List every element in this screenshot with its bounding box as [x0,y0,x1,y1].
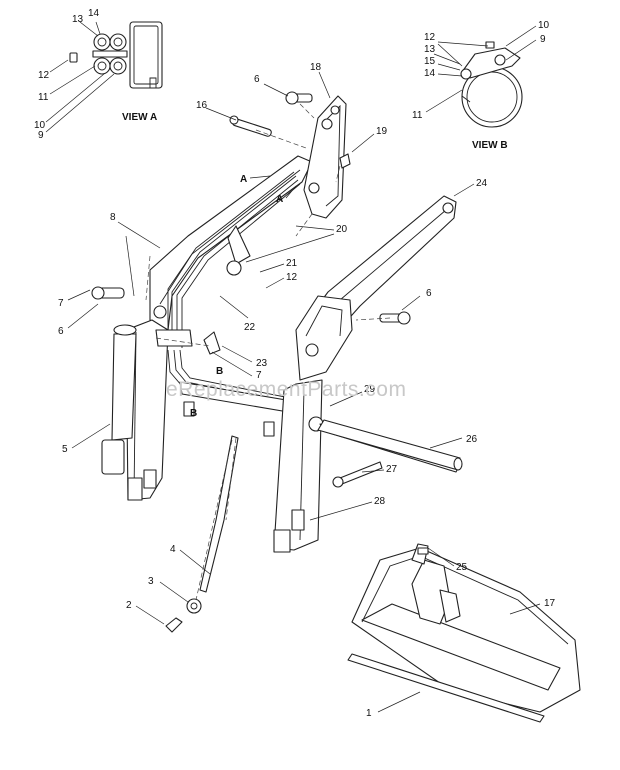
right-boom-assembly [273,195,457,553]
callout: B [216,366,223,377]
callout: 11 [38,92,49,103]
callout: 12 [38,70,50,81]
view-b-leaders [425,25,537,113]
callout: 25 [456,562,468,573]
callout: 16 [196,100,208,111]
callout: 3 [148,576,154,587]
callout: 14 [88,8,100,19]
boom-bracket [303,95,347,219]
callout: 6 [58,326,64,337]
view-a-detail [69,21,163,89]
callout: 18 [310,62,322,73]
bolt-27 [332,461,383,488]
callout: 7 [256,370,262,381]
watermark: eReplacementParts.com [166,378,406,401]
callout: A [240,174,247,185]
cutting-edge-1 [347,653,545,723]
callout: 13 [424,44,436,55]
callout: B [190,408,197,419]
view-a-callouts: 14 13 12 11 10 9 [34,8,100,141]
hose-fitting-group [92,33,128,75]
callout: 17 [544,598,556,609]
left-boom-assembly [91,155,313,501]
callout: 5 [62,444,68,455]
callout: 6 [426,288,432,299]
main-callouts: 18 6 16 19 A A 24 8 20 21 12 7 6 6 22 23… [58,62,556,719]
main-leaders [67,71,541,713]
callout: 7 [58,298,64,309]
cross-tube-26 [317,419,463,473]
callout: 10 [34,120,46,131]
callout: 10 [538,20,550,31]
callout: 20 [336,224,348,235]
alignment-lines [145,103,391,601]
callout: 6 [254,74,260,85]
callout: 8 [110,212,116,223]
view-a-leaders [45,21,115,133]
callout: 15 [424,56,436,67]
callout: A [276,194,283,205]
bolt-19 [339,153,351,169]
linkage-rod-4 [165,435,239,633]
view-a-title: VIEW A [122,112,157,123]
callout: 1 [366,708,372,719]
callout: 23 [256,358,268,369]
callout: 2 [126,600,132,611]
bucket-17 [351,543,581,713]
view-b-callouts: 12 13 15 14 10 9 11 [412,20,550,121]
callout: 22 [244,322,256,333]
callout: 12 [424,32,436,43]
view-b-detail [460,41,523,128]
callout: 4 [170,544,176,555]
callout: 24 [476,178,488,189]
callout: 27 [386,464,398,475]
callout: 29 [364,384,376,395]
callout: 21 [286,258,298,269]
callout: 14 [424,68,436,79]
callout: 11 [412,110,423,121]
callout: 26 [466,434,478,445]
pivot-pin-6-top [285,91,313,105]
callout: 9 [540,34,546,45]
callout: 13 [72,14,84,25]
callout: 19 [376,126,388,137]
callout: 28 [374,496,386,507]
callout: 9 [38,130,44,141]
callout: 12 [286,272,298,283]
pivot-pin-16 [229,115,272,137]
hose-clamp-bolt-icon [69,52,78,63]
view-b-title: VIEW B [472,140,508,151]
